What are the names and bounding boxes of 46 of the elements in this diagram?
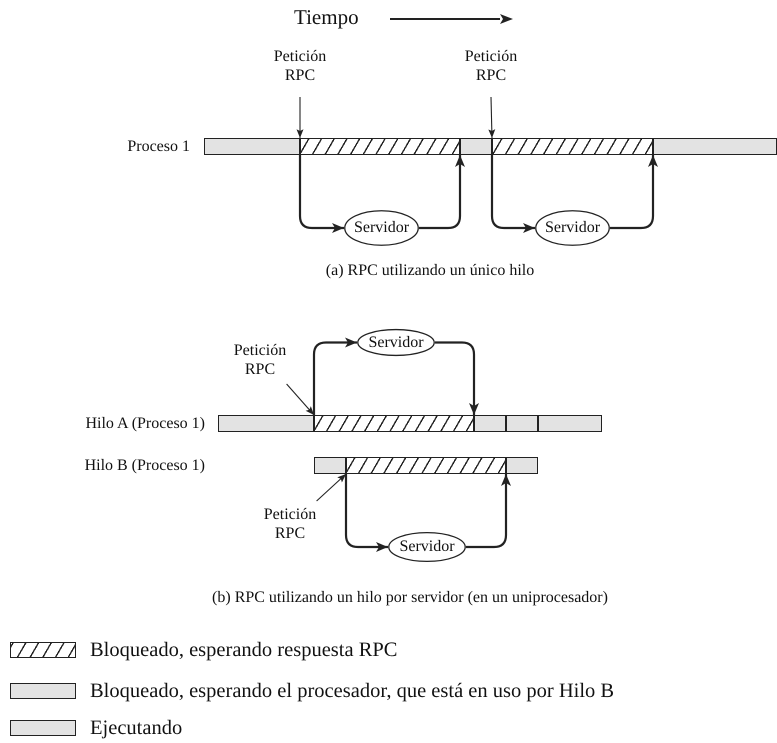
- request-label: Petición RPC: [252, 505, 328, 545]
- server-label: Servidor: [544, 219, 602, 237]
- timeline-segment: [314, 457, 346, 474]
- flow-arrow: [435, 341, 479, 415]
- flow-arrow: [466, 474, 511, 548]
- timeline-segment: [538, 415, 602, 432]
- time-label: Tiempo: [294, 8, 359, 27]
- server-ellipse: [344, 210, 419, 246]
- request-label: Petición RPC: [453, 47, 529, 87]
- caption: (b) RPC utilizando un hilo por servidor (en un uniprocesador): [211, 588, 609, 607]
- blocked-segment: [314, 415, 474, 432]
- server-ellipse: [388, 532, 466, 562]
- row-label: Hilo B (Proceso 1): [84, 456, 205, 475]
- leader-arrow: [296, 97, 304, 138]
- leader-arrow: [286, 384, 314, 416]
- timeline-segment: [460, 138, 492, 155]
- server-ellipse: [535, 210, 610, 246]
- row-label: Hilo A (Proceso 1): [85, 414, 205, 433]
- legend-label: Ejecutando: [90, 716, 182, 740]
- server-label: Servidor: [352, 219, 410, 237]
- row-label: Proceso 1: [127, 137, 190, 156]
- flow-arrow: [312, 338, 357, 415]
- legend-label: Bloqueado, esperando el procesador, que está en uso por Hilo B: [90, 679, 614, 703]
- timeline-segment: [506, 457, 538, 474]
- timeline-segment: [506, 415, 538, 432]
- blocked-segment: [346, 457, 506, 474]
- server-label: Servidor: [367, 334, 425, 352]
- request-label: Petición RPC: [262, 47, 338, 87]
- flow-arrow: [610, 155, 658, 230]
- flow-arrow: [419, 155, 465, 230]
- leader-arrow: [316, 474, 346, 502]
- timeline-segment: [653, 138, 777, 155]
- server-label: Servidor: [398, 538, 456, 556]
- server-ellipse: [357, 329, 435, 356]
- flow-arrow: [490, 155, 535, 233]
- caption: (a) RPC utilizando un único hilo: [324, 261, 536, 280]
- timeline-segment: [218, 415, 314, 432]
- flow-arrow: [344, 474, 388, 552]
- timeline-segment: [204, 138, 300, 155]
- blocked-segment: [300, 138, 460, 155]
- blocked-segment: [492, 138, 653, 155]
- timeline-segment: [474, 415, 506, 432]
- request-label: Petición RPC: [222, 341, 298, 381]
- flow-arrow: [298, 155, 344, 233]
- legend-label: Bloqueado, esperando respuesta RPC: [90, 638, 398, 662]
- leader-arrow: [488, 96, 496, 138]
